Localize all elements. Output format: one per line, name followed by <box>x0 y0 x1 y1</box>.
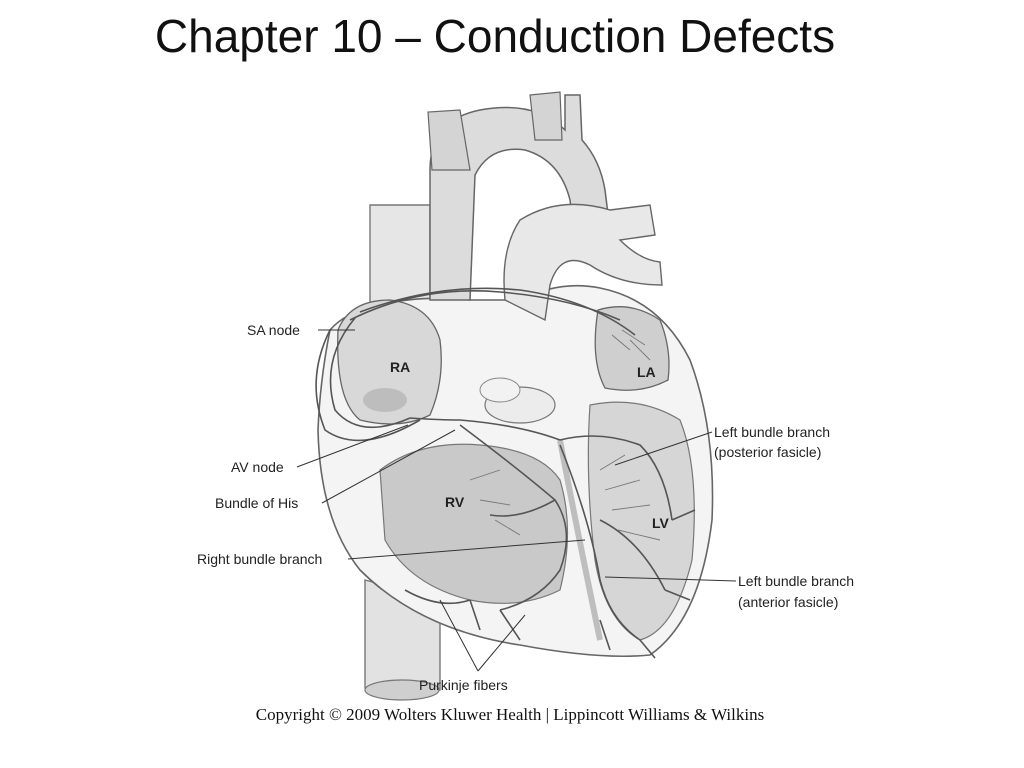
left-bundle-posterior <box>559 435 673 521</box>
copyright-notice: Copyright © 2009 Wolters Kluwer Health |… <box>255 705 765 724</box>
label-left-bundle-posterior-1: Left bundle branch <box>714 424 830 440</box>
ivc-opening <box>364 679 440 701</box>
label-right-bundle-branch: Right bundle branch <box>197 551 323 567</box>
aortic-arch <box>429 94 611 301</box>
label-left-bundle-anterior-1: Left bundle branch <box>738 573 854 589</box>
heart-conduction-diagram <box>296 91 737 701</box>
chamber-label-lv: LV <box>652 515 669 531</box>
his-bundle <box>409 417 561 441</box>
conduction-pathways <box>315 287 696 659</box>
leader-lines <box>296 329 737 672</box>
right-bundle-branch <box>459 424 568 611</box>
pulmonary-trunk <box>503 203 663 322</box>
label-sa-node: SA node <box>247 322 300 338</box>
left-atrium-shape <box>594 306 670 391</box>
label-bundle-of-his: Bundle of His <box>215 495 299 511</box>
chamber-label-la: LA <box>637 364 656 380</box>
label-left-bundle-posterior-2: (posterior fasicle) <box>714 444 822 460</box>
right-atrium-shade <box>363 388 407 412</box>
left-bundle-anterior <box>559 444 641 641</box>
right-atrium-shape <box>337 299 442 425</box>
chamber-label-rv: RV <box>445 494 465 510</box>
label-av-node: AV node <box>231 459 284 475</box>
purkinje-network <box>404 509 696 659</box>
slide-title: Chapter 10 – Conduction Defects <box>154 10 836 62</box>
label-purkinje-fibers: Purkinje fibers <box>419 677 508 693</box>
brachiocephalic-vessel <box>427 109 471 171</box>
right-ventricle-shape <box>379 443 569 604</box>
carotid-vessel <box>529 91 563 141</box>
septum <box>557 439 603 641</box>
sa-loop <box>329 317 411 429</box>
chamber-label-ra: RA <box>390 359 411 375</box>
valve-ring-2 <box>479 377 521 403</box>
purkinje-fine-fibers <box>469 329 661 541</box>
label-left-bundle-anterior-2: (anterior fasicle) <box>738 594 839 610</box>
